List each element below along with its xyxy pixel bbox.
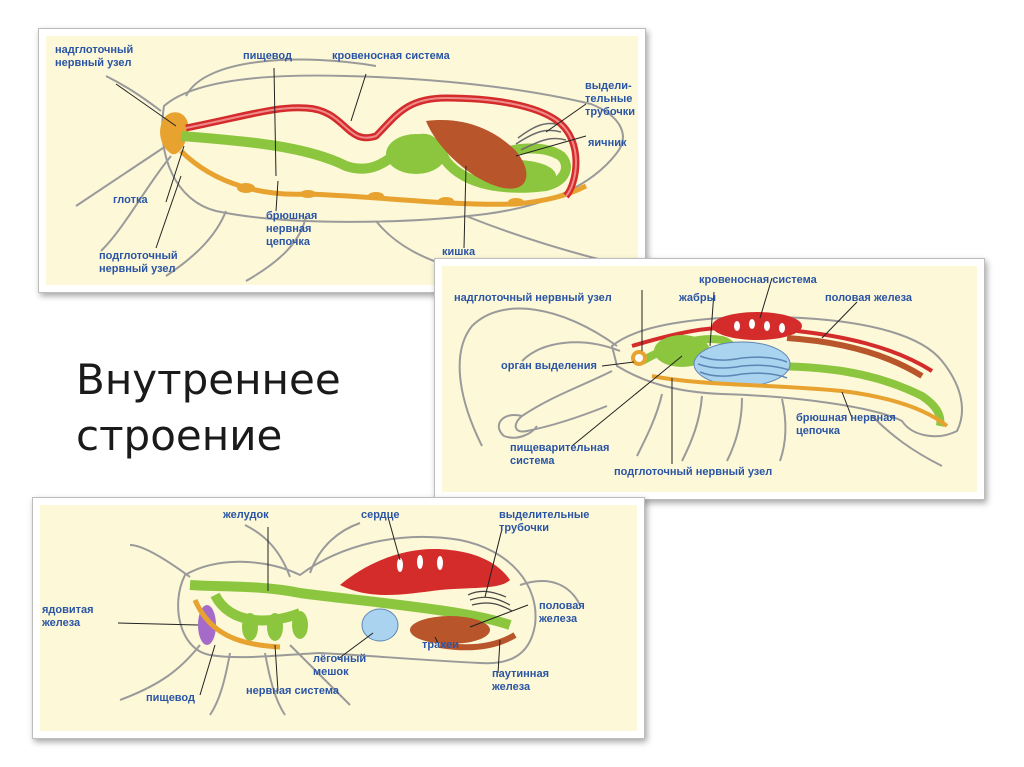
insect-label-ovary: яичник [588,137,627,149]
spider-diagram-panel: желудок сердце выделительные трубочки яд… [32,497,645,739]
spider-label-stomach: желудок [223,509,269,521]
slide-title: Внутреннее строение [76,352,341,464]
spider-label-heart: сердце [361,509,400,521]
insect-label-sub-ganglion: подглоточный нервный узел [99,250,178,275]
insect-label-intestine: кишка [442,246,476,258]
crayfish-diagram: надглоточный нервный узел жабры кровенос… [442,266,977,492]
slide-title-line2: строение [76,411,283,460]
crayfish-label-ventral-cord: брюшная нервная цепочка [796,412,896,437]
insect-label-ventral-cord: брюшная нервная цепочка [266,210,318,248]
crayfish-label-sub-ganglion: подглоточный нервный узел [614,466,773,478]
crayfish-label-circulatory: кровеносная система [699,274,817,286]
spider-label-nervous: нервная система [246,685,339,697]
spider-label-gonad: половая железа [539,600,585,625]
crayfish-label-supra-ganglion: надглоточный нервный узел [454,292,612,304]
insect-diagram-panel: надглоточный нервный узел пищевод кровен… [38,28,646,293]
spider-label-tracheae: трахеи [422,639,459,651]
spider-label-esophagus: пищевод [146,692,195,704]
spider-diagram: желудок сердце выделительные трубочки яд… [40,505,637,731]
spider-label-lung: лёгочный мешок [313,653,367,678]
insect-illustration [75,58,624,282]
insect-diagram: надглоточный нервный узел пищевод кровен… [46,36,638,285]
spider-label-malpighian: выделительные трубочки [499,509,590,534]
crayfish-label-digestive: пищеварительная система [510,442,610,467]
insect-label-pharynx: глотка [113,194,148,206]
crayfish-label-excretory: орган выделения [501,360,597,372]
slide-title-line1: Внутреннее [76,355,341,404]
spider-illustration [117,516,581,716]
spider-label-venom: ядовитая железа [42,604,94,629]
crayfish-illustration [458,277,963,467]
crayfish-label-gills: жабры [679,292,716,304]
spider-label-silk: паутинная железа [492,668,549,693]
crayfish-label-gonad: половая железа [825,292,913,304]
insect-label-supra-ganglion: надглоточный нервный узел [55,44,134,69]
insect-label-malpighian: выдели- тельные трубочки [585,80,635,118]
insect-label-esophagus: пищевод [243,50,292,62]
insect-label-circulatory: кровеносная система [332,50,450,62]
crayfish-diagram-panel: надглоточный нервный узел жабры кровенос… [434,258,985,500]
